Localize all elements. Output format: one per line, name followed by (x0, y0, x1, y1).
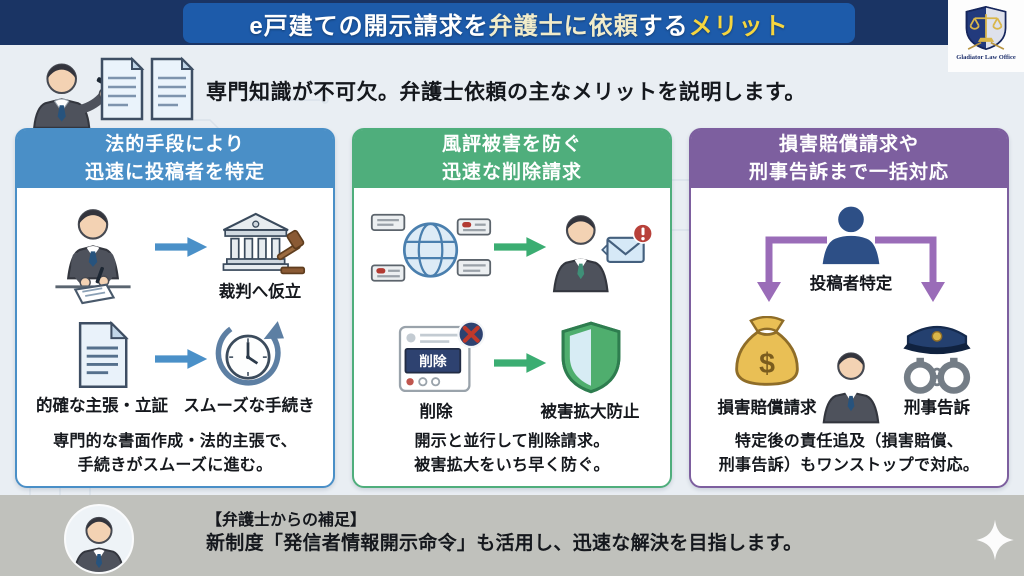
document-icon (78, 320, 129, 388)
card1-header: 法的手段により 迅速に投稿者を特定 (17, 130, 333, 188)
arrow-right-icon (155, 237, 208, 257)
card3-footer-line1: 特定後の責任追及（損害賠償、 (734, 433, 964, 450)
card1-title-line2: 迅速に投稿者を特定 (84, 162, 265, 183)
delete-overlay-label: 削除 (419, 353, 447, 369)
intro-text: 専門知識が不可欠。弁護士依頼の主なメリットを説明します。 (206, 81, 806, 104)
card1-footer-line2: 手続きがスムーズに進む。 (77, 457, 273, 474)
shield-icon (561, 321, 621, 394)
card3-title-line1: 損害賠償請求や (778, 134, 919, 156)
logo-text: Gladiator Law Office (956, 54, 1016, 61)
poster-silhouette-icon (822, 206, 880, 265)
arrow-right-icon (494, 237, 547, 257)
card2-title-line2: 迅速な削除請求 (441, 162, 582, 183)
card2-footer-line2: 被害拡大をいち早く防ぐ。 (414, 457, 610, 474)
lawyer-mail-alert-icon (552, 215, 654, 293)
title-segment: する (638, 12, 689, 40)
card2-title-line1: 風評被害を防ぐ (441, 134, 582, 156)
police-handcuffs-icon (903, 325, 971, 394)
arrow-right-icon (155, 349, 208, 369)
delete-label: 削除 (419, 403, 453, 421)
sparkle-icon (976, 519, 1014, 561)
card3-title-line2: 刑事告訴まで一括対応 (748, 162, 949, 183)
header-band: e戸建ての開示請求を弁護士に依頼するメリット (0, 0, 1024, 45)
title-segment: 弁護士に依頼 (488, 12, 639, 40)
title-segment: e戸建ての開示請求を (249, 12, 489, 40)
arrow-right-icon (494, 353, 547, 373)
note-title: 【弁護士からの補足】 (206, 512, 367, 529)
law-office-logo: Gladiator Law Office (948, 0, 1024, 72)
damage-prevention-label: 被害拡大防止 (540, 403, 640, 421)
documents-icon (100, 56, 195, 121)
lawyer-avatar-icon (73, 516, 125, 572)
lawyer-icon (822, 352, 880, 424)
card1-title-line1: 法的手段により (105, 134, 245, 156)
title-segment: メリット (688, 12, 789, 40)
criminal-complaint-label: 刑事告訴 (904, 399, 970, 417)
card3-footer-line2: 刑事告訴）もワンストップで対応。 (718, 457, 980, 474)
card2-footer-text: 開示と並行して削除請求。 被害拡大をいち早く防ぐ。 (354, 430, 670, 478)
card3-header: 損害賠償請求や 刑事告訴まで一括対応 (691, 130, 1007, 188)
branch-arrows-icon (757, 236, 945, 302)
clock-arrow-icon (215, 321, 284, 386)
dollar-symbol: $ (759, 348, 775, 380)
court-filing-label: 裁判へ仮立 (218, 283, 302, 301)
card-one-stop-response: 損害賠償請求や 刑事告訴まで一括対応 投稿者特定 $ 損害賠償請求 (689, 128, 1009, 488)
smooth-procedure-label: スムーズな手続き (183, 397, 315, 415)
card2-footer-line1: 開示と並行して削除請求。 (414, 433, 610, 450)
lawyer-writing-icon (55, 209, 131, 305)
card3-footer-text: 特定後の責任追及（損害賠償、 刑事告訴）もワンストップで対応。 (691, 430, 1007, 478)
scales-shield-icon (965, 6, 1007, 50)
money-bag-icon: $ (735, 316, 799, 386)
poster-identified-label: 投稿者特定 (809, 275, 893, 293)
page-title: e戸建ての開示請求を弁護士に依頼するメリット (183, 3, 855, 43)
damages-claim-label: 損害賠償請求 (717, 399, 817, 417)
card-deletion-request: 風評被害を防ぐ 迅速な削除請求 (352, 128, 672, 488)
card2-header: 風評被害を防ぐ 迅速な削除請求 (354, 130, 670, 188)
note-text: 新制度「発信者情報開示命令」も活用し、迅速な解決を目指します。 (206, 533, 803, 554)
card1-footer-text: 専門的な書面作成・法的主張で、 手続きがスムーズに進む。 (17, 430, 333, 478)
card1-footer-line1: 専門的な書面作成・法的主張で、 (53, 433, 297, 450)
lawyer-avatar (64, 504, 134, 574)
post-delete-icon: 削除 (398, 320, 486, 393)
courthouse-gavel-icon (222, 212, 306, 275)
globe-posts-icon (370, 213, 492, 282)
card-identify-poster: 法的手段により 迅速に投稿者を特定 (15, 128, 335, 488)
accurate-claim-label: 的確な主張・立証 (36, 397, 168, 415)
footer-note-bar (0, 495, 1024, 576)
